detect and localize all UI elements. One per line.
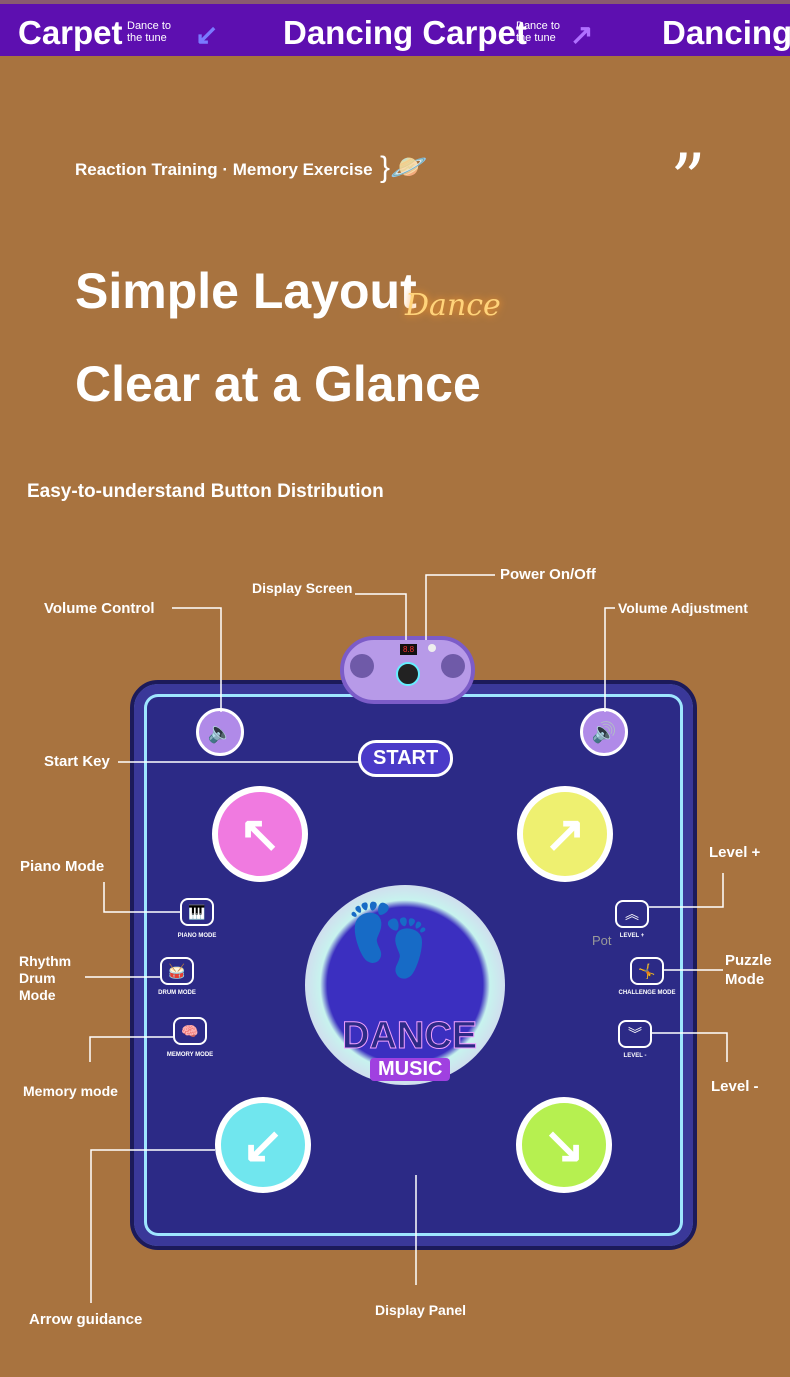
dance-logo: DANCE — [341, 1015, 478, 1058]
banner-title: Dancing Carpet — [283, 14, 527, 51]
mode-dial[interactable] — [396, 662, 420, 686]
callout-level-plus: Level + — [709, 844, 761, 861]
banner-sub: Dance to the tune — [127, 20, 172, 44]
callout-rhythm-drum-mode: Rhythm Drum Mode — [19, 953, 72, 1003]
callout-start-key: Start Key — [44, 753, 110, 770]
level-down-label: LEVEL - — [623, 1053, 647, 1059]
level-up-label: LEVEL + — [619, 933, 645, 939]
display-screen: 8.8 — [400, 644, 418, 655]
arrow-down-left-icon: ↙ — [195, 19, 219, 50]
arrow-up-right-icon: ↗ — [570, 19, 594, 50]
callout-piano-mode: Piano Mode — [20, 858, 105, 875]
volume-control-button[interactable]: 🔈 — [196, 708, 244, 756]
banner-sub: Dance to the tune — [516, 20, 561, 44]
start-button[interactable]: START — [358, 740, 454, 777]
drum-mode-label: DRUM MODE — [158, 990, 196, 996]
heading-line-1: Simple Layout — [75, 263, 417, 319]
memory-mode-label: MEMORY MODE — [166, 1052, 214, 1058]
callout-volume-control: Volume Control — [44, 600, 155, 617]
pot-text: Pot — [592, 933, 612, 948]
quote-icon: ” — [670, 139, 706, 221]
level-down-button[interactable]: ︾ — [618, 1020, 652, 1048]
arrow-pad-down-left[interactable]: ↙ — [215, 1097, 311, 1193]
music-logo: MUSIC — [370, 1058, 451, 1081]
memory-mode-button[interactable]: 🧠 — [173, 1017, 207, 1045]
banner-title: Dancing — [662, 14, 790, 51]
piano-mode-button[interactable]: 🎹 — [180, 898, 214, 926]
volume-adjustment-button[interactable]: 🔊 — [580, 708, 628, 756]
power-button[interactable] — [428, 644, 436, 652]
script-word: Dance — [405, 288, 501, 323]
speaker-icon — [441, 654, 465, 678]
callout-arrow-guidance: Arrow guidance — [29, 1311, 143, 1328]
callout-display-screen: Display Screen — [252, 580, 353, 596]
drum-mode-button[interactable]: 🥁 — [160, 957, 194, 985]
planet-icon: }🪐 — [380, 151, 428, 184]
footprints-icon: 👣 — [345, 901, 433, 979]
challenge-mode-button[interactable]: 🤸 — [630, 957, 664, 985]
heading-line-2: Clear at a Glance — [75, 356, 481, 412]
subheading: Easy-to-understand Button Distribution — [27, 481, 384, 502]
callout-volume-adjustment: Volume Adjustment — [618, 600, 748, 616]
banner-title: Carpet — [18, 14, 123, 51]
callout-display-panel: Display Panel — [375, 1302, 467, 1318]
speaker-icon — [350, 654, 374, 678]
top-banner: Carpet Dance to the tune ↙ Dancing Carpe… — [0, 0, 790, 56]
control-unit: 8.8 — [340, 636, 475, 704]
piano-mode-label: PIANO MODE — [177, 933, 217, 939]
level-up-button[interactable]: ︽ — [615, 900, 649, 928]
arrow-pad-up-left[interactable]: ↖ — [212, 786, 308, 882]
arrow-pad-up-right[interactable]: ↗ — [517, 786, 613, 882]
center-disc — [305, 885, 505, 1085]
callout-power: Power On/Off — [500, 566, 596, 583]
arrow-pad-down-right[interactable]: ↘ — [516, 1097, 612, 1193]
challenge-mode-label: CHALLENGE MODE — [618, 990, 676, 996]
callout-puzzle-mode: Puzzle Mode — [725, 952, 772, 988]
callout-memory-mode: Memory mode — [23, 1083, 118, 1099]
tagline: Reaction Training · Memory Exercise — [75, 160, 373, 179]
callout-level-minus: Level - — [711, 1078, 759, 1095]
